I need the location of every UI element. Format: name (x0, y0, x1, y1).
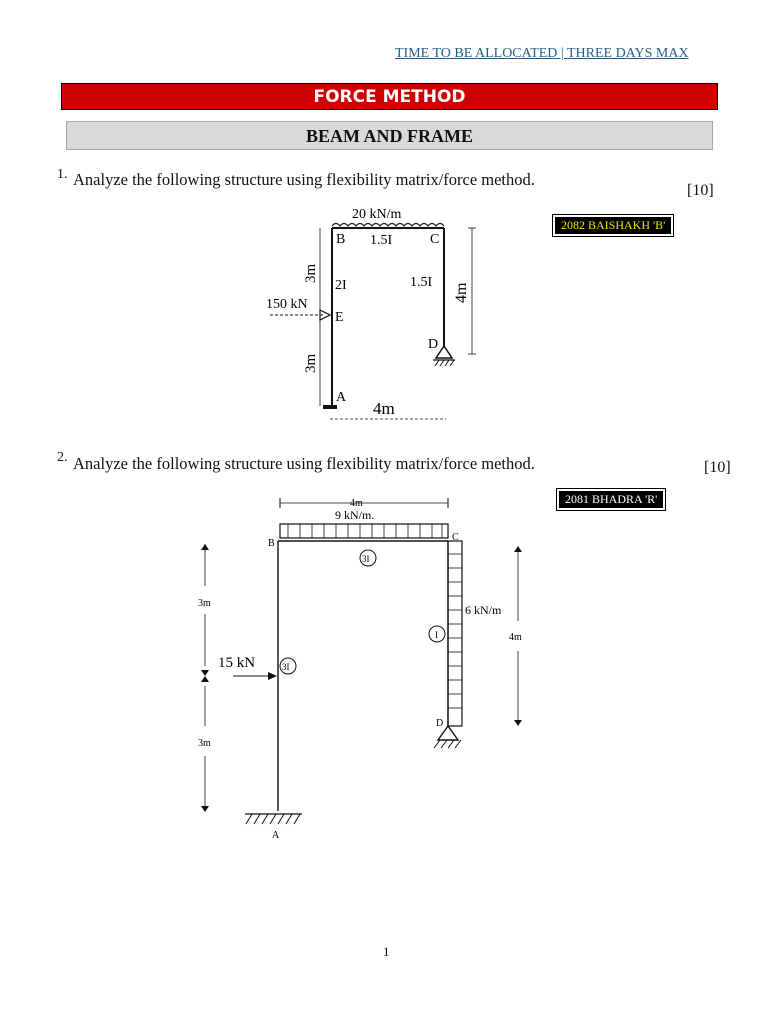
beam-udl-block (279, 523, 449, 539)
upper-height-label: 3m (303, 264, 319, 284)
time-allocation-note: TIME TO BE ALLOCATED | THREE DAYS MAX (395, 46, 689, 61)
question-1-frame-figure: 20 kN/m B C D E A 1.5I 2I 1.5I 150 kN 3m… (266, 207, 476, 420)
right-column-stiffness-label: I (435, 630, 438, 640)
column-udl-block (447, 540, 463, 727)
question-1-text: Analyze the following structure using fl… (73, 170, 535, 189)
node-a-label: A (336, 390, 347, 405)
node-b-label: B (268, 538, 275, 549)
lower-height-label: 3m (198, 738, 211, 749)
lower-height-label: 3m (303, 354, 319, 374)
point-load-label: 15 kN (218, 655, 255, 671)
node-d-label: D (436, 718, 443, 729)
beam-stiffness-label: 3I (362, 554, 370, 564)
question-1-marks: [10] (687, 182, 714, 199)
right-column-stiffness-label: 1.5I (410, 275, 433, 290)
section-heading: BEAM AND FRAME (66, 121, 713, 150)
beam-stiffness-marker (359, 549, 377, 567)
upper-height-label: 3m (198, 598, 211, 609)
question-2-exam-tag: 2081 BHADRA 'R' (555, 488, 667, 511)
node-c-label: C (430, 232, 439, 247)
node-e-label: E (335, 310, 344, 325)
question-1-number: 1. (57, 167, 68, 182)
node-d-label: D (428, 337, 438, 352)
udl-label: 20 kN/m (352, 207, 402, 222)
node-a-label: A (272, 830, 280, 841)
left-column-stiffness-label: 3I (282, 662, 290, 672)
left-column-stiffness-label: 2I (335, 278, 347, 293)
node-c-label: C (452, 532, 459, 543)
point-load-label: 150 kN (266, 297, 308, 312)
question-2-frame-figure: 4m 9 kN/m. 6 kN/m B C D A 3I 3I I 15 kN (198, 498, 522, 841)
chapter-title-banner: FORCE METHOD (61, 83, 718, 110)
udl-loading-line (331, 222, 445, 227)
question-2-text: Analyze the following structure using fl… (73, 454, 535, 473)
right-column-stiffness-marker (428, 625, 446, 643)
span-label: 4m (373, 399, 395, 418)
span-label: 4m (350, 498, 363, 509)
pin-support-icon (434, 344, 454, 359)
right-height-label: 4m (453, 282, 470, 303)
right-height-label: 4m (509, 632, 522, 643)
column-udl-label: 6 kN/m (465, 603, 502, 617)
fixed-support-icon (323, 405, 337, 409)
question-2-marks: [10] (704, 459, 731, 476)
node-b-label: B (336, 232, 345, 247)
beam-udl-arrows (287, 524, 443, 538)
beam-stiffness-label: 1.5I (370, 233, 393, 248)
beam-udl-label: 9 kN/m. (335, 508, 374, 522)
left-column-stiffness-marker (279, 657, 297, 675)
question-1-exam-tag: 2082 BAISHAKH 'B' (551, 214, 675, 237)
question-2-number: 2. (57, 450, 68, 465)
pin-support-icon (436, 724, 460, 741)
page-number: 1 (383, 944, 390, 959)
column-udl-arrows (448, 553, 462, 709)
